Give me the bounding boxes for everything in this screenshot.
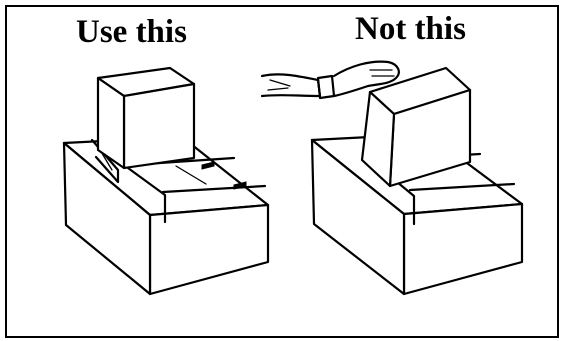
incorrect-method-heading: Not this: [355, 11, 466, 47]
incorrect-method-illustration: [260, 60, 524, 296]
correct-method-illustration: [62, 66, 270, 296]
correct-method-heading: Use this: [76, 14, 187, 50]
